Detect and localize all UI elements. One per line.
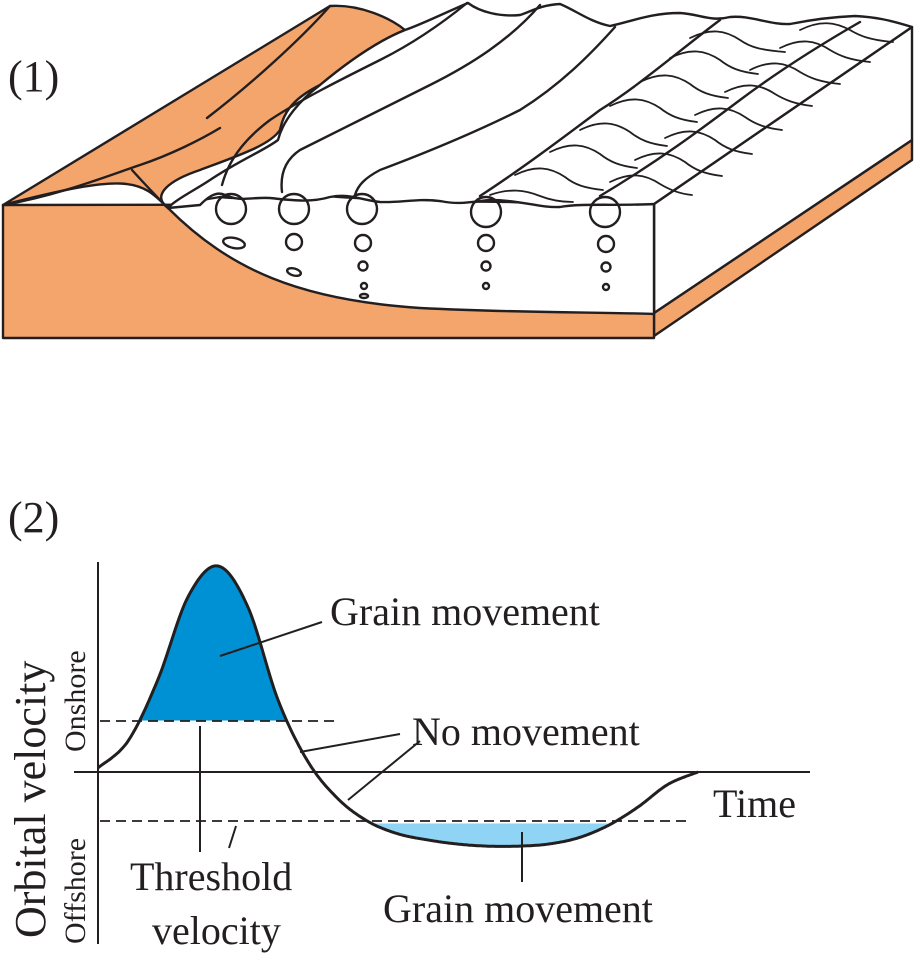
ridge-line-3 <box>353 25 617 197</box>
panel-1-label: (1) <box>8 52 60 101</box>
onshore-grain-movement-area <box>140 565 286 721</box>
leader-threshold-2 <box>228 825 237 849</box>
grain-movement-bottom-label: Grain movement <box>383 886 653 931</box>
ridge-line-4 <box>478 18 722 198</box>
small-ripples <box>489 22 894 203</box>
onshore-label: Onshore <box>59 650 92 752</box>
ridge-line-5 <box>598 20 862 198</box>
beach-crest-line <box>205 4 332 120</box>
threshold-label-line1: Threshold <box>130 854 292 899</box>
leader-no-movement-1 <box>299 733 401 753</box>
ripple-surface <box>166 1 914 210</box>
offshore-label: Offshore <box>59 838 92 944</box>
orbital-velocity-curve <box>97 564 699 848</box>
grain-movement-top-label: Grain movement <box>330 589 600 634</box>
ridge-line-2 <box>280 3 542 194</box>
berm-line <box>1 126 222 207</box>
wave-orbitals <box>214 192 622 300</box>
offshore-grain-movement-area <box>372 823 611 847</box>
leader-no-movement-2 <box>347 740 421 801</box>
panel-2-label: (2) <box>8 493 60 542</box>
x-axis-label: Time <box>713 781 796 826</box>
leader-grain-movement-top <box>219 621 323 657</box>
beach-step-line <box>130 168 170 210</box>
no-movement-label: No movement <box>412 709 640 754</box>
y-axis-label: Orbital velocity <box>6 661 55 938</box>
ridge-line-1 <box>220 1 469 187</box>
threshold-label-line2: velocity <box>152 908 281 953</box>
